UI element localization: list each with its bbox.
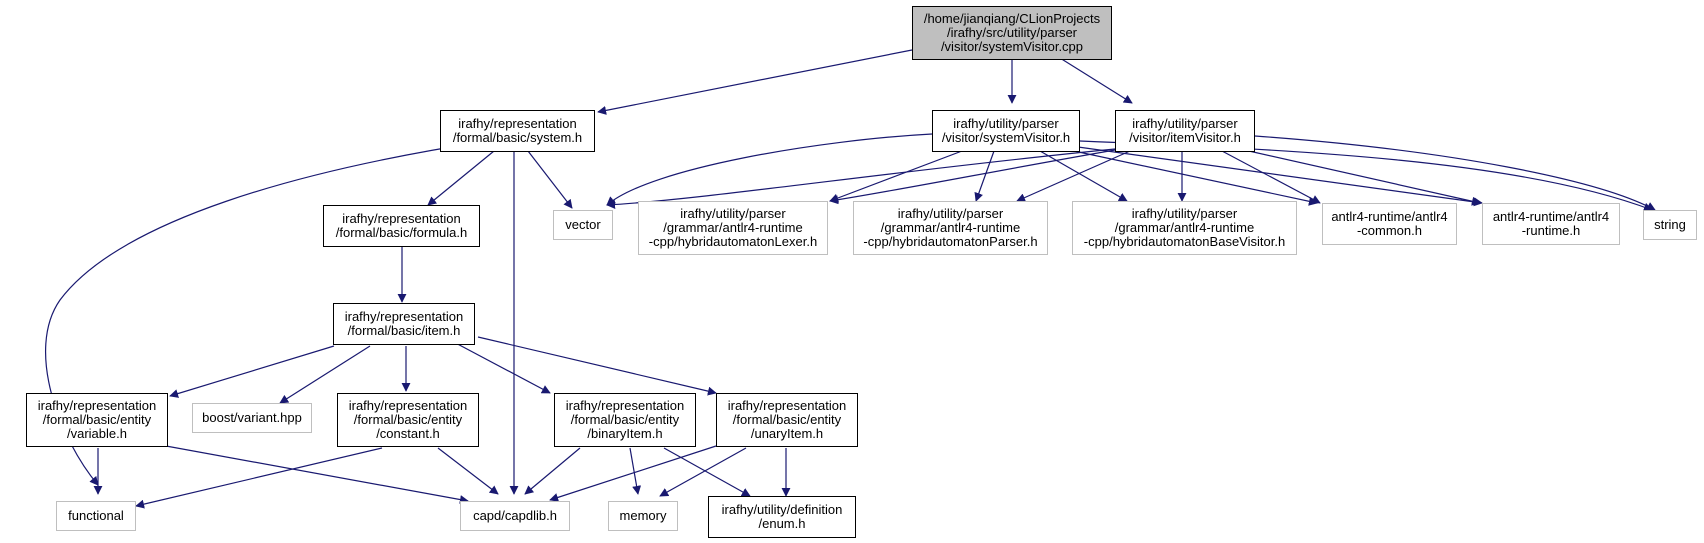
node-unaryitem-h[interactable]: irafhy/representation /formal/basic/enti… bbox=[716, 393, 858, 447]
edge-itemvisitor-string bbox=[1254, 135, 1656, 211]
edge-item-unaryitem bbox=[477, 336, 717, 396]
edge-binaryitem-memory bbox=[629, 447, 642, 495]
edge-itemvisitor-lexer bbox=[829, 149, 1116, 205]
edge-item-variable bbox=[169, 345, 335, 398]
node-constant-h[interactable]: irafhy/representation /formal/basic/enti… bbox=[337, 393, 479, 447]
node-parser-h[interactable]: irafhy/utility/parser /grammar/antlr4-ru… bbox=[853, 201, 1048, 255]
node-variable-h[interactable]: irafhy/representation /formal/basic/enti… bbox=[26, 393, 168, 447]
edge-system-vector bbox=[527, 150, 573, 209]
edge-item-boost bbox=[279, 345, 371, 404]
edge-binaryitem-capdlib bbox=[524, 447, 581, 495]
node-antlr4-runtime-h[interactable]: antlr4-runtime/antlr4 -runtime.h bbox=[1482, 203, 1620, 245]
node-formula-h[interactable]: irafhy/representation /formal/basic/form… bbox=[323, 205, 480, 247]
edge-systemvisitor-lexer bbox=[829, 150, 963, 203]
node-itemvisitor-h[interactable]: irafhy/utility/parser /visitor/itemVisit… bbox=[1115, 110, 1255, 152]
edge-itemvisitor-antlrruntime bbox=[1239, 148, 1481, 206]
node-string[interactable]: string bbox=[1643, 210, 1697, 240]
edge-itemvisitor-parser bbox=[1016, 150, 1131, 202]
edge-item-binaryitem bbox=[449, 339, 551, 394]
node-capdlib-h[interactable]: capd/capdlib.h bbox=[460, 501, 570, 531]
node-memory[interactable]: memory bbox=[608, 501, 678, 531]
edge-system-formula bbox=[427, 150, 495, 206]
node-system-h[interactable]: irafhy/representation /formal/basic/syst… bbox=[440, 110, 595, 152]
edge-binaryitem-enum bbox=[663, 447, 751, 497]
edge-systemvisitor-basevisitor bbox=[1039, 150, 1128, 202]
edge-variable-capdlib bbox=[165, 445, 469, 504]
node-binaryitem-h[interactable]: irafhy/representation /formal/basic/enti… bbox=[554, 393, 696, 447]
edge-unaryitem-capdlib bbox=[549, 445, 717, 502]
edge-constant-capdlib bbox=[437, 447, 499, 495]
node-systemvisitor-h[interactable]: irafhy/utility/parser /visitor/systemVis… bbox=[932, 110, 1080, 152]
edge-systemvisitor-vector bbox=[606, 133, 933, 206]
edge-systemvisitor-parser bbox=[974, 150, 995, 202]
edge-systemvisitor-antlrruntime bbox=[1077, 146, 1483, 207]
edge-constant-functional bbox=[135, 447, 383, 509]
node-enum-h[interactable]: irafhy/utility/definition /enum.h bbox=[708, 496, 856, 538]
edge-itemvisitor-antlrcommon bbox=[1221, 150, 1321, 204]
edge-unaryitem-memory bbox=[659, 447, 747, 497]
node-vector[interactable]: vector bbox=[553, 210, 613, 240]
node-functional[interactable]: functional bbox=[56, 501, 136, 531]
edge-root-system bbox=[597, 49, 913, 115]
edge-systemvisitor-antlrcommon bbox=[1073, 150, 1318, 206]
node-item-h[interactable]: irafhy/representation /formal/basic/item… bbox=[333, 303, 475, 345]
node-boost-variant[interactable]: boost/variant.hpp bbox=[192, 403, 312, 433]
node-systemvisitor-cpp[interactable]: /home/jianqiang/CLionProjects /irafhy/sr… bbox=[912, 6, 1112, 60]
node-basevisitor-h[interactable]: irafhy/utility/parser /grammar/antlr4-ru… bbox=[1072, 201, 1297, 255]
edge-root-itemvisitor bbox=[1059, 57, 1133, 104]
node-lexer-h[interactable]: irafhy/utility/parser /grammar/antlr4-ru… bbox=[638, 201, 828, 255]
node-antlr4-common-h[interactable]: antlr4-runtime/antlr4 -common.h bbox=[1322, 203, 1457, 245]
